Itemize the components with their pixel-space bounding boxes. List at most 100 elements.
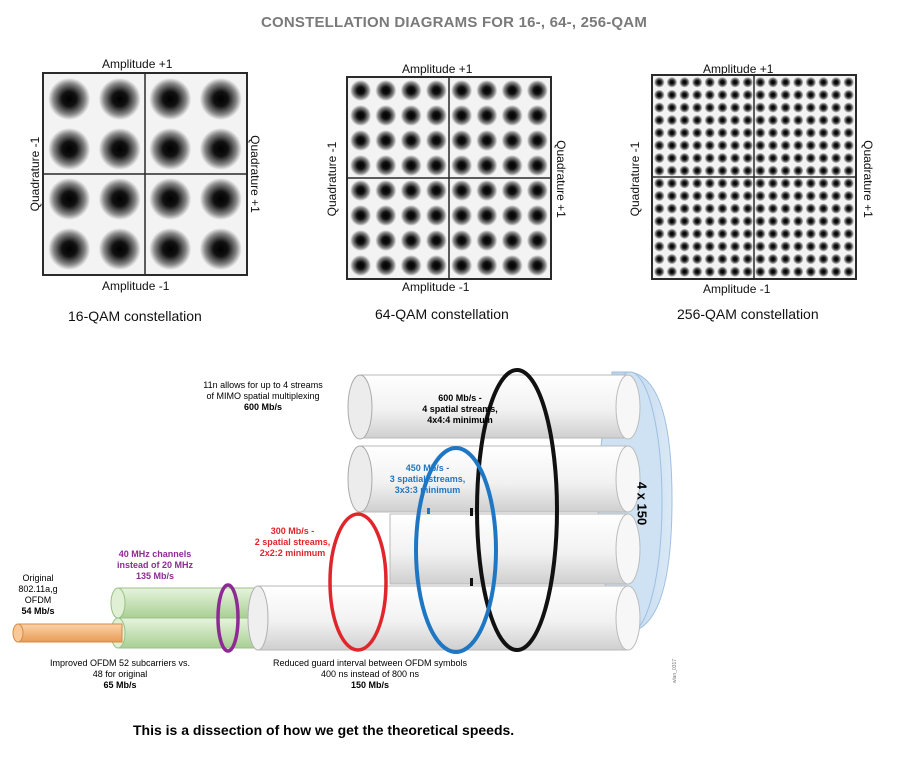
constellation-point <box>717 266 728 277</box>
constellation-point <box>526 205 548 226</box>
constellation-point <box>729 165 741 176</box>
constellation-point <box>717 165 728 176</box>
constellation-point <box>792 241 804 252</box>
page-title: CONSTELLATION DIAGRAMS FOR 16-, 64-, 256… <box>260 14 648 31</box>
constellation-point <box>526 230 548 251</box>
constellation-point <box>451 80 473 101</box>
green-cables <box>110 587 259 649</box>
constellation-point <box>666 77 678 88</box>
constellation-point <box>654 102 665 113</box>
constellation-point <box>476 205 498 226</box>
constellation-point <box>729 102 741 113</box>
constellation-point <box>425 80 447 101</box>
constellation-point <box>501 205 523 226</box>
constellation-point <box>425 230 447 251</box>
constellation-point <box>843 253 854 265</box>
constellation-point <box>704 178 716 189</box>
constellation-point <box>704 203 716 214</box>
constellation-point <box>780 215 791 227</box>
constellation-point <box>704 241 716 252</box>
constellation-256qam: Amplitude +1 Quadrature -1 Quadrature +1… <box>628 60 895 340</box>
constellation-point <box>742 165 753 176</box>
constellation-point <box>755 165 766 176</box>
constellation-point <box>679 178 690 189</box>
constellation-point <box>679 215 690 227</box>
constellation-point <box>843 127 854 139</box>
constellation-point <box>451 155 473 176</box>
quadrature-left-label: Quadrature -1 <box>325 141 339 217</box>
constellation-point <box>691 152 703 164</box>
constellation-point <box>729 178 741 189</box>
constellation-point <box>704 152 716 164</box>
throughput-cable-diagram <box>12 368 673 654</box>
constellation-point <box>526 155 548 176</box>
constellation-point <box>780 140 791 151</box>
constellation-point <box>425 130 447 151</box>
constellation-point <box>780 203 791 214</box>
streams3-annotation: 450 Mb/s - 3 spatial streams, 3x3:3 mini… <box>389 463 466 495</box>
constellation-point <box>679 114 690 126</box>
constellation-point <box>400 130 422 151</box>
constellation-point <box>400 80 422 101</box>
constellation-point <box>679 165 690 176</box>
constellation-point <box>729 203 741 214</box>
constellation-point <box>818 241 829 252</box>
constellation-point <box>425 105 447 126</box>
constellation-point <box>780 127 791 139</box>
constellation-point <box>717 228 728 240</box>
constellation-point <box>704 77 716 88</box>
constellation-point <box>830 89 842 101</box>
constellation-point <box>679 152 690 164</box>
constellation-point <box>476 105 498 126</box>
constellation-point <box>679 89 690 101</box>
constellation-point <box>843 102 854 113</box>
constellation-point <box>792 140 804 151</box>
constellation-point <box>704 253 716 265</box>
constellation-caption: 64-QAM constellation <box>375 306 509 322</box>
constellation-point <box>691 190 703 202</box>
constellation-point <box>843 140 854 151</box>
constellation-point <box>818 266 829 277</box>
constellation-point <box>400 155 422 176</box>
constellation-point <box>755 203 766 214</box>
constellation-point <box>654 140 665 151</box>
constellation-point <box>666 152 678 164</box>
constellation-point <box>666 228 678 240</box>
constellation-point <box>780 253 791 265</box>
constellation-point <box>805 266 817 277</box>
constellation-point <box>767 266 779 277</box>
constellation-point <box>742 152 753 164</box>
constellation-point <box>666 165 678 176</box>
constellation-point <box>818 228 829 240</box>
constellation-point <box>476 230 498 251</box>
constellation-point <box>451 130 473 151</box>
constellation-point <box>717 203 728 214</box>
constellation-point <box>818 253 829 265</box>
constellation-point <box>729 77 741 88</box>
ofdm52-annotation: Improved OFDM 52 subcarriers vs. 48 for … <box>49 658 191 690</box>
constellation-point <box>717 215 728 227</box>
quadrature-right-label: Quadrature +1 <box>861 140 875 218</box>
constellation-point <box>805 89 817 101</box>
constellation-point <box>792 77 804 88</box>
constellation-point <box>526 130 548 151</box>
mimo-annotation: 11n allows for up to 4 streams of MIMO s… <box>203 380 323 412</box>
constellation-point <box>780 165 791 176</box>
constellation-point <box>755 266 766 277</box>
constellation-point <box>704 165 716 176</box>
constellation-point <box>501 255 523 276</box>
constellation-point <box>526 255 548 276</box>
constellation-point <box>767 102 779 113</box>
constellation-point <box>830 241 842 252</box>
constellation-point <box>742 114 753 126</box>
constellation-point <box>755 114 766 126</box>
constellation-point <box>843 215 854 227</box>
constellation-point <box>780 178 791 189</box>
amplitude-bottom-label: Amplitude -1 <box>402 280 470 294</box>
qam-points <box>348 78 550 278</box>
constellation-point <box>742 241 753 252</box>
constellation-point <box>792 127 804 139</box>
constellation-point <box>691 228 703 240</box>
qam-grid <box>651 74 857 280</box>
constellation-point <box>654 228 665 240</box>
